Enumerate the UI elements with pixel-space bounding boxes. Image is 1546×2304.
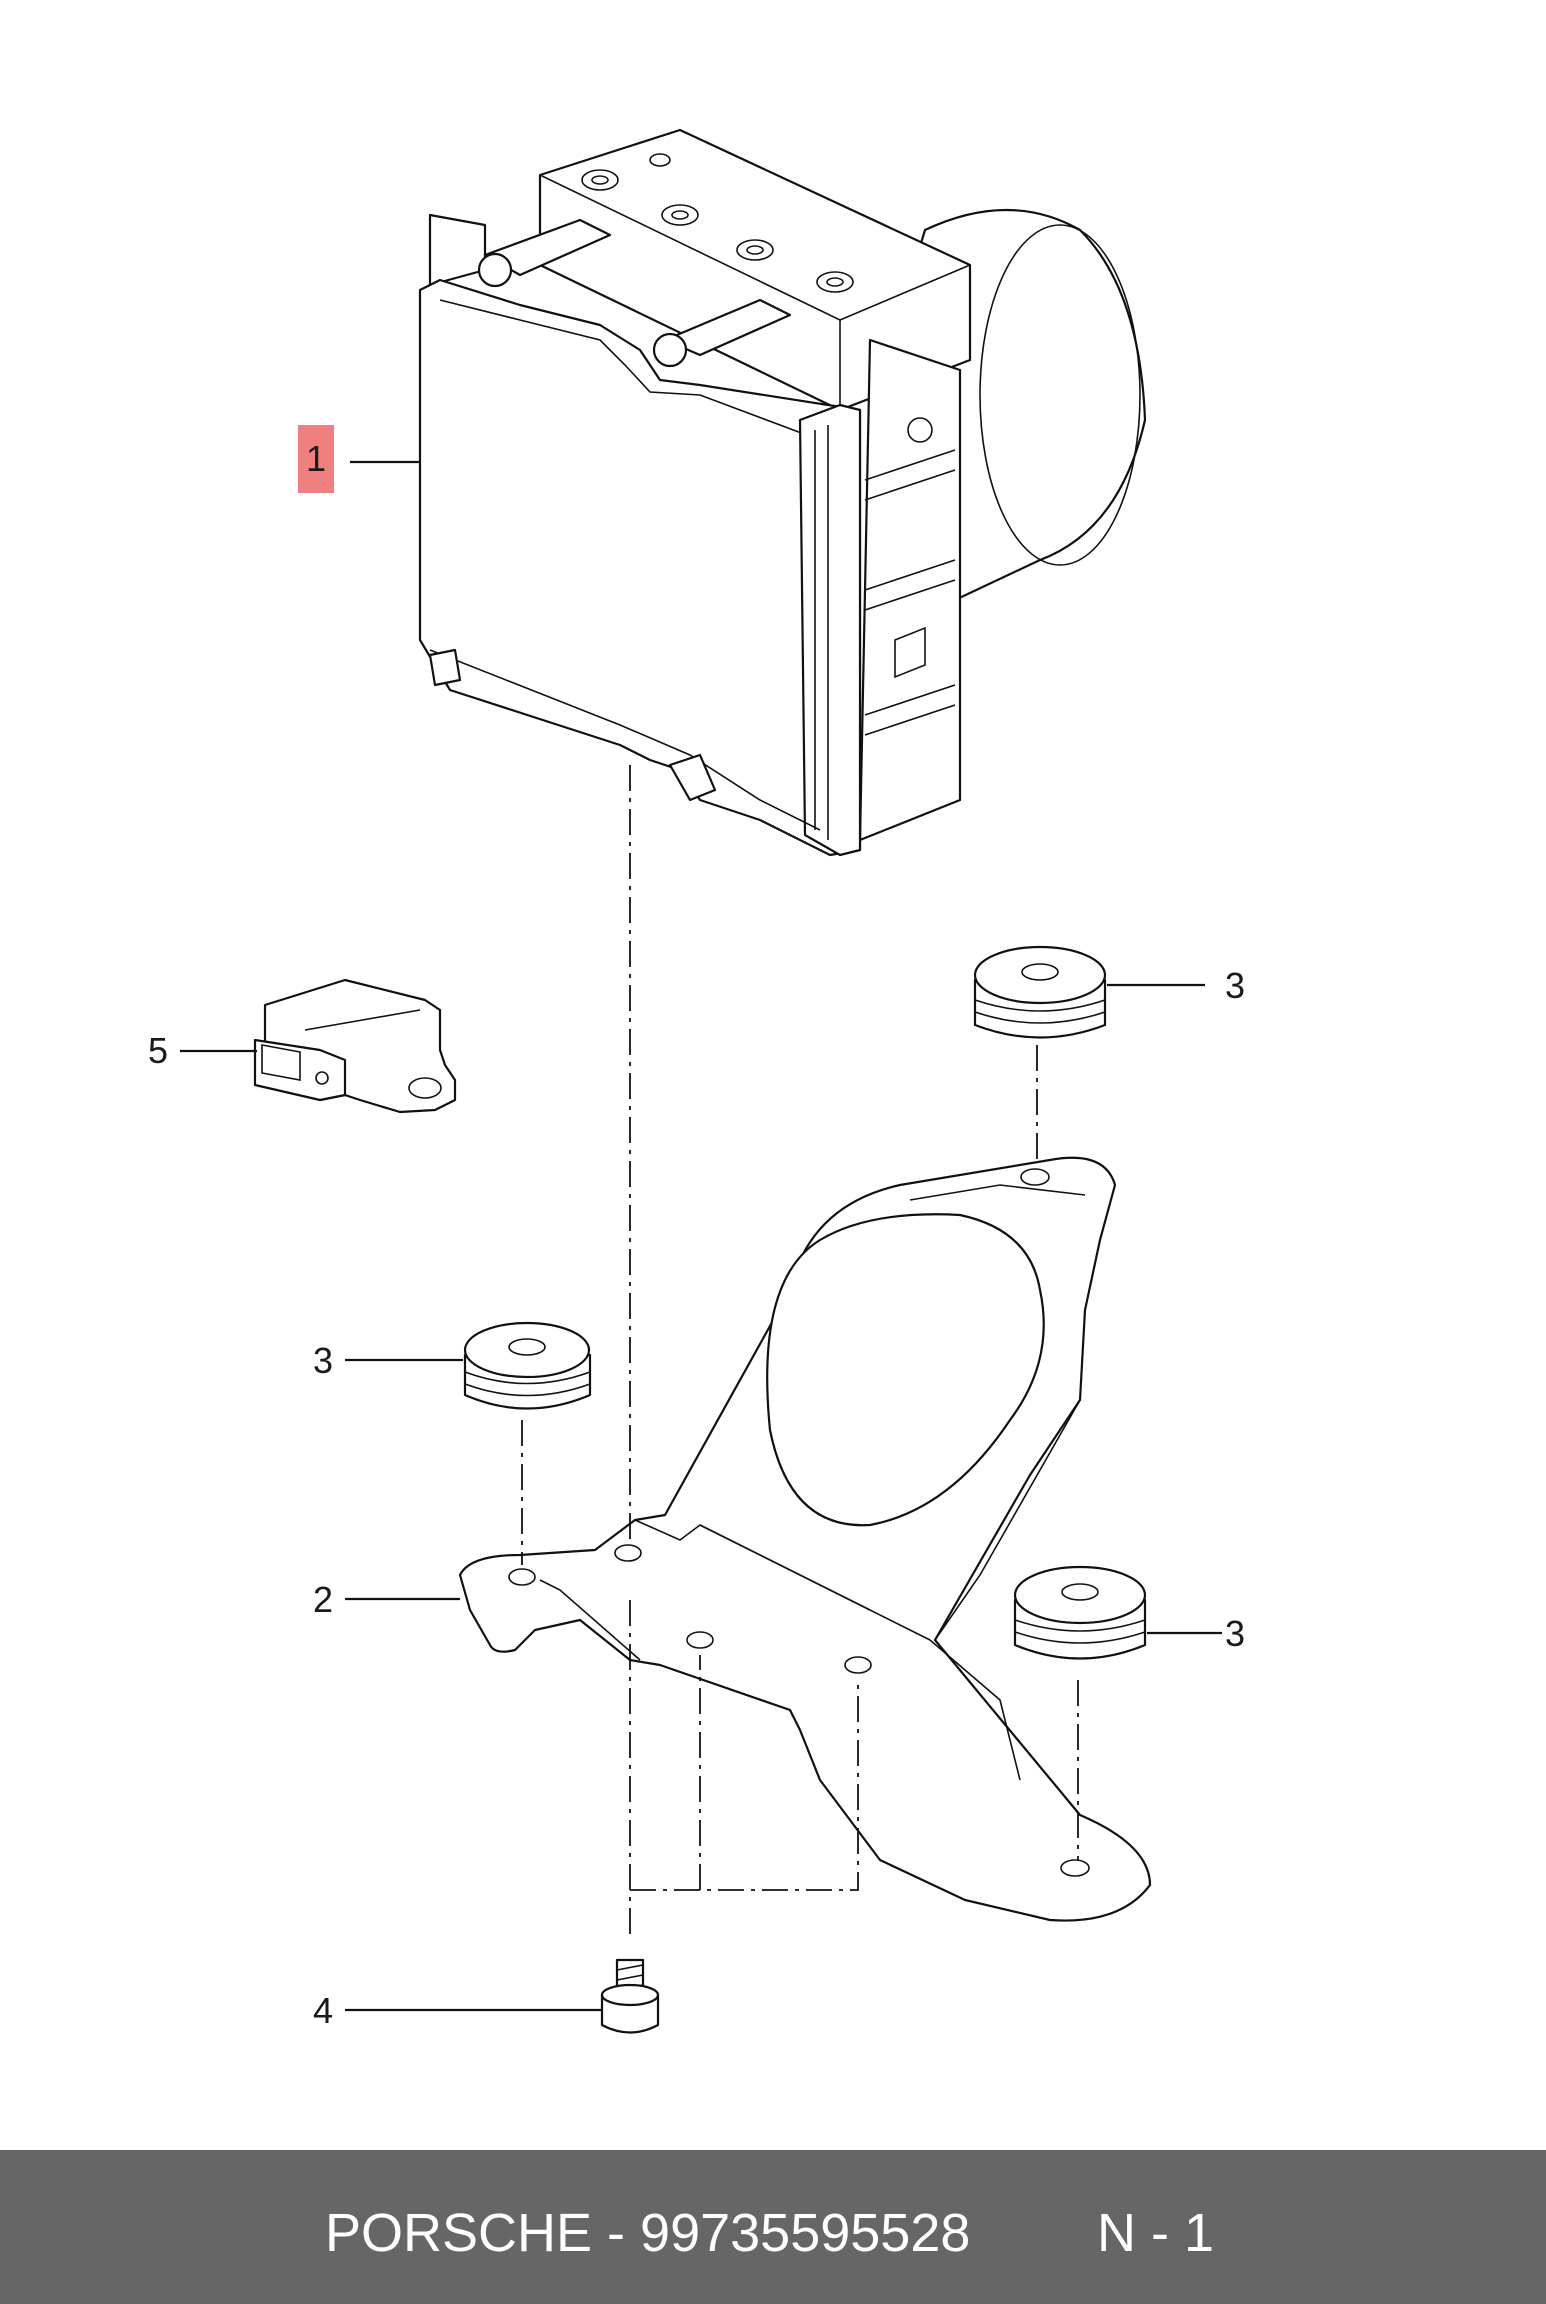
callout-5: 5 xyxy=(148,1030,169,1071)
callout-2: 2 xyxy=(313,1579,334,1620)
parts-diagram xyxy=(180,128,1222,2034)
mounting-bolt xyxy=(600,1958,660,2034)
leader-lines xyxy=(180,460,1222,2012)
assembly-lines xyxy=(521,765,1079,1940)
callout-3-right: 3 xyxy=(1225,1613,1246,1654)
callout-1: 1 xyxy=(298,425,335,493)
footer-bar: PORSCHE - 99735595528 N - 1 xyxy=(0,2150,1546,2304)
callout-3-top: 3 xyxy=(1225,965,1246,1006)
footer-sheet: N - 1 xyxy=(1097,2203,1215,2263)
callout-4: 4 xyxy=(313,1990,334,2031)
rubber-mount-top xyxy=(973,945,1107,1039)
callout-3-left: 3 xyxy=(313,1340,334,1381)
mounting-bracket xyxy=(458,1156,1152,1922)
rubber-mount-right xyxy=(1013,1565,1147,1660)
rubber-mount-left xyxy=(463,1321,592,1410)
abs-control-unit xyxy=(418,128,1147,857)
connector-sensor xyxy=(253,978,457,1114)
footer-part-number: PORSCHE - 99735595528 xyxy=(325,2203,971,2263)
